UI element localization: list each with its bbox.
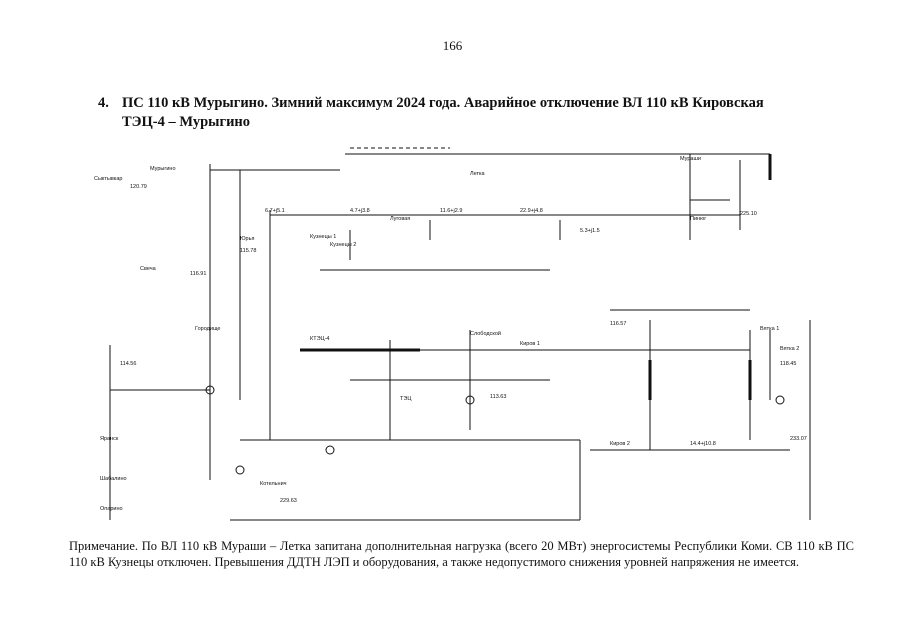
label-vyatka1: Вятка 1	[760, 326, 779, 332]
value-v9: 116.57	[610, 321, 626, 327]
label-kirov2: Киров 2	[610, 441, 630, 447]
label-syktyvkar: Сыктывкар	[94, 176, 122, 182]
label-yurya: Юрья	[240, 236, 254, 242]
label-yaransk: Яранск	[100, 436, 119, 442]
transformer-5	[775, 395, 785, 405]
heading-line-2: ТЭЦ-4 – Мурыгино	[122, 114, 251, 130]
label-slobodskoy: Слободской	[470, 330, 501, 337]
label-gorodishche: Городище	[195, 326, 220, 332]
heading-number: 4.	[98, 95, 109, 111]
label-kirov-tec4: КТЭЦ-4	[310, 336, 329, 342]
label-murashi: Мураши	[680, 156, 701, 162]
power-grid-diagram: Сыктывкар КТЭЦ-4 Киров 1 Киров 2 Юрья Ку…	[94, 147, 811, 521]
section-heading: 4. ПС 110 кВ Мурыгино. Зимний максимум 20…	[98, 94, 858, 132]
flow-5: 5.3+j1.5	[580, 228, 600, 234]
label-shabalino: Шабалино	[100, 476, 127, 482]
heading-text-1: ПС 110 кВ Мурыгино. Зимний максимум 2024…	[122, 95, 764, 111]
flow-4: 22.9+j4.8	[520, 208, 543, 214]
transformer-3	[325, 445, 335, 455]
flow-2: 4.7+j3.8	[350, 208, 370, 214]
value-v10: 113.63	[490, 394, 506, 400]
transformer-1	[205, 385, 215, 395]
label-svecha: Свеча	[140, 266, 157, 272]
value-v2: 115.78	[240, 248, 256, 254]
flow-3: 11.6+j2.9	[440, 208, 462, 214]
label-lugovaya: Луговая	[390, 216, 410, 222]
label-vyatka2: Вятка 2	[780, 346, 799, 352]
value-v1: 120.79	[130, 184, 147, 190]
heading-line-1: 4. ПС 110 кВ Мурыгино. Зимний максимум 20…	[98, 94, 858, 113]
flow-6: 14.4+j10.8	[690, 441, 716, 447]
page-number: 166	[442, 38, 463, 53]
transformer-2	[235, 465, 245, 475]
label-murygino: Мурыгино	[150, 166, 176, 172]
value-v6: 229.63	[280, 498, 297, 504]
value-v8: 118.45	[780, 361, 796, 367]
label-tec: ТЭЦ	[400, 396, 411, 402]
flow-1: 6.7+j5.1	[265, 208, 285, 214]
transformer-4	[465, 395, 475, 405]
label-pinyug: Пинюг	[690, 216, 706, 222]
value-v5: 233.07	[790, 436, 807, 442]
label-oparino: Опарино	[100, 506, 123, 512]
label-kuzneci1: Кузнецы 1	[310, 234, 336, 240]
value-v7: 225.10	[740, 211, 757, 217]
value-v4: 114.56	[120, 361, 136, 367]
footnote: Примечание. По ВЛ 110 кВ Мураши – Летка …	[69, 539, 854, 569]
value-v3: 116.91	[190, 271, 206, 277]
label-kuzneci2: Кузнецы 2	[330, 242, 356, 248]
label-kirov1: Киров 1	[520, 341, 540, 347]
label-kotelnich: Котельнич	[260, 481, 287, 487]
label-letka: Летка	[470, 171, 486, 177]
